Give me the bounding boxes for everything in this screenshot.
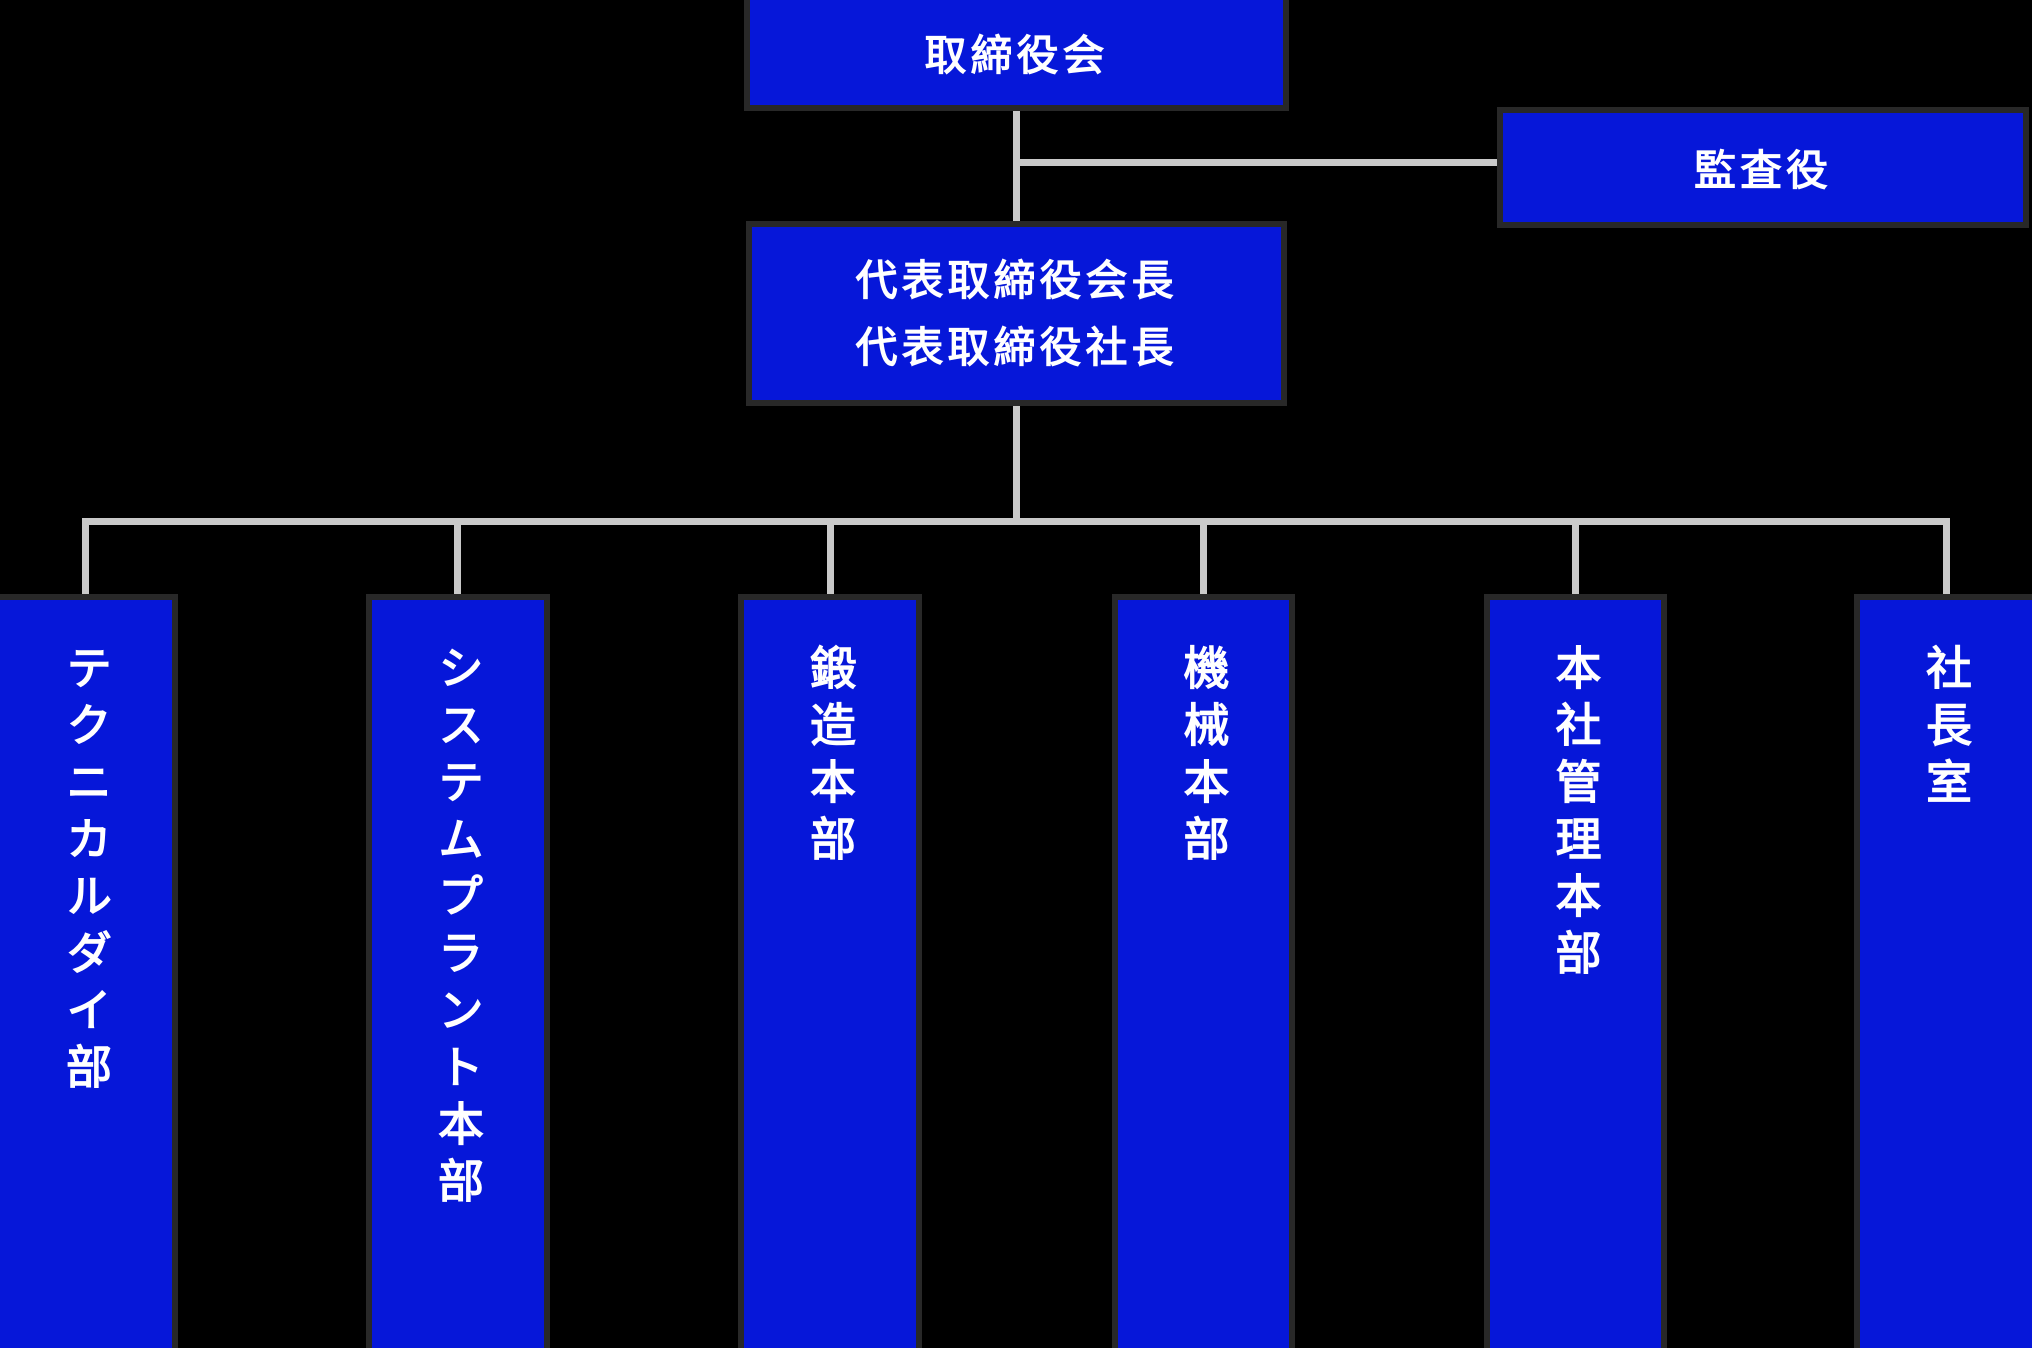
connector-drop-dept-3 [1200, 518, 1207, 600]
node-dept-machinery-label: 機械本部 [1177, 644, 1230, 872]
node-dept-forging-label: 鍛造本部 [804, 644, 856, 872]
node-dept-machinery: 機械本部 [1118, 600, 1289, 1348]
node-dept-system-plant: システムプラント本部 [372, 600, 544, 1348]
connector-drop-dept-0 [82, 518, 89, 600]
node-dept-technical-die-label: テクニカルダイ部 [60, 644, 112, 1100]
node-president-line1: 代表取締役会長 [855, 256, 1178, 304]
node-dept-presidents-office: 社長室 [1860, 600, 2032, 1348]
node-president-line2: 代表取締役社長 [855, 323, 1178, 371]
connector-drop-dept-4 [1572, 518, 1579, 600]
node-dept-technical-die: テクニカルダイ部 [0, 600, 172, 1348]
node-dept-forging: 鍛造本部 [744, 600, 916, 1348]
node-dept-head-office-admin-label: 本社管理本部 [1549, 644, 1602, 986]
connector-to-auditor [1016, 159, 1503, 166]
connector-drop-dept-5 [1943, 518, 1950, 600]
node-dept-system-plant-label: システムプラント本部 [432, 644, 484, 1214]
connector-distribution-bar [82, 518, 1950, 525]
connector-drop-dept-2 [827, 518, 834, 600]
node-dept-head-office-admin: 本社管理本部 [1490, 600, 1661, 1348]
connector-drop-dept-1 [454, 518, 461, 600]
node-auditor: 監査役 [1503, 113, 2023, 222]
node-dept-presidents-office-label: 社長室 [1920, 644, 1972, 815]
node-board-of-directors-label: 取締役会 [924, 32, 1109, 79]
connector-board-to-president [1013, 105, 1020, 227]
node-president: 代表取締役会長 代表取締役社長 [752, 227, 1281, 400]
node-auditor-label: 監査役 [1693, 147, 1832, 194]
connector-president-to-bar [1013, 400, 1020, 525]
node-board-of-directors: 取締役会 [750, 0, 1283, 105]
